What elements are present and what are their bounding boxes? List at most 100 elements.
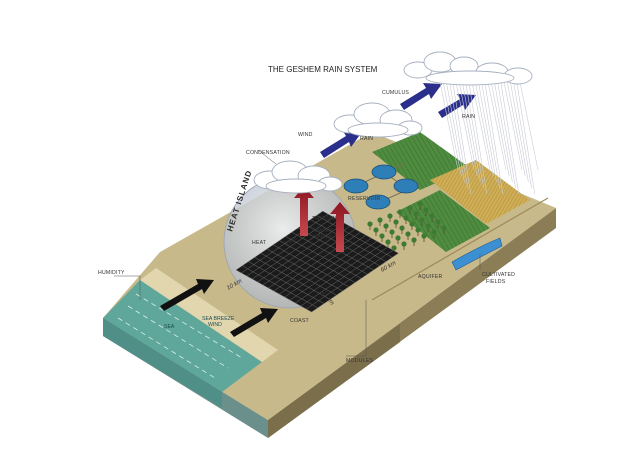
rain-streak [455, 81, 475, 171]
palm-crown [407, 205, 413, 211]
rain-streak [503, 81, 523, 171]
rain-streak [458, 81, 478, 177]
rain-streak [487, 81, 507, 171]
label-coast: COAST [290, 318, 310, 324]
field-yellow [430, 160, 530, 224]
rain-streak [510, 81, 529, 183]
modules-grid [235, 210, 399, 313]
clouds [253, 51, 533, 194]
breeze-arrows [160, 279, 278, 337]
reservoir-tanks [343, 164, 419, 210]
label-aquifer: AQUIFER [418, 274, 443, 280]
palm-crown [395, 235, 401, 241]
palm-crown [425, 223, 431, 229]
palm-crown [401, 241, 407, 247]
grid-line [297, 227, 374, 271]
label-heat: HEAT [252, 240, 267, 246]
palm-crown [377, 217, 383, 223]
heat-arrow-right [330, 202, 350, 252]
rain-streak [478, 81, 497, 183]
rain-streak [474, 81, 494, 177]
rain-streak [513, 81, 532, 189]
palm-crown [409, 221, 415, 227]
palm-crown [431, 229, 437, 235]
palm-crown [379, 233, 385, 239]
palm-crown [399, 225, 405, 231]
rain-streak [481, 81, 500, 189]
palm-crown [403, 215, 409, 221]
palm-crown [421, 233, 427, 239]
wind-arrows [320, 83, 476, 158]
cloud-cumulus [403, 51, 533, 86]
palm-crown [367, 221, 373, 227]
palm-crown [383, 223, 389, 229]
label-water: WATER [314, 228, 333, 234]
palm-crown [415, 227, 421, 233]
palm-crown [423, 207, 429, 213]
rain-streak [449, 81, 468, 189]
rain-streak [490, 81, 510, 177]
palm-crown [419, 217, 425, 223]
palm-crown [417, 201, 423, 207]
label-sea-breeze: SEA BREEZE [202, 316, 235, 322]
palm-crown [411, 237, 417, 243]
palm-crown [435, 219, 441, 225]
label-humidity: HUMIDITY [98, 270, 125, 276]
rain-streak [465, 81, 484, 189]
sea-front [103, 318, 222, 408]
cloud-rain [333, 102, 423, 138]
label-modules: MODULES [346, 358, 373, 364]
rain-streak [468, 81, 488, 195]
rain-streak [506, 81, 526, 177]
grid-line [273, 231, 361, 292]
beach [140, 268, 278, 362]
label-reservoir: RESERVOIR [348, 196, 380, 202]
rain-streak [439, 81, 459, 171]
cloud-condensation [253, 160, 343, 194]
grid-line [289, 240, 377, 301]
grid-line [295, 243, 383, 304]
leader-lines [114, 149, 481, 357]
grid-line [300, 246, 388, 307]
label-cultivated: CULTIVATED [482, 272, 515, 278]
label-vapor: VAPOR [314, 234, 333, 240]
label-3km: 3 km [284, 236, 298, 248]
palm-crown [405, 231, 411, 237]
grid-line [316, 215, 393, 258]
block-side-shade [268, 324, 400, 438]
rain-streak [446, 81, 465, 183]
grid-line [291, 231, 368, 275]
label-rain-top: RAIN [462, 114, 475, 120]
heat-arrow-left [294, 186, 314, 236]
label-plus: + [321, 222, 324, 228]
sea-waves [117, 293, 243, 379]
label-thermal: THERMAL [312, 216, 338, 222]
aquifer [451, 237, 503, 271]
rain-streak [462, 81, 481, 183]
grid-line [285, 236, 362, 279]
palm-crown [397, 209, 403, 215]
palm-crown [441, 225, 447, 231]
rain-streak [484, 81, 504, 195]
grid-line [279, 234, 367, 295]
rain-streak [500, 81, 520, 195]
palm-crown [413, 211, 419, 217]
label-rain-mid: RAIN [360, 136, 373, 142]
grid-line [310, 219, 387, 262]
rain-streak [497, 81, 516, 189]
label-wind-breeze: WIND [208, 322, 222, 328]
rain-streaks [439, 81, 539, 195]
grid-line [284, 237, 372, 298]
label-fields: FIELDS [486, 279, 506, 285]
label-condensation: CONDENSATION [246, 150, 290, 156]
label-cumulus: CUMULUS [382, 90, 409, 96]
grid-line [306, 249, 394, 310]
diagram-title: THE GESHEM RAIN SYSTEM [268, 65, 378, 74]
grid-line [311, 252, 399, 313]
palm-crown [389, 229, 395, 235]
rain-streak [519, 81, 539, 171]
orchard [367, 201, 447, 254]
palm-crown [387, 213, 393, 219]
rain-streak [442, 81, 462, 177]
palm-crown [393, 219, 399, 225]
